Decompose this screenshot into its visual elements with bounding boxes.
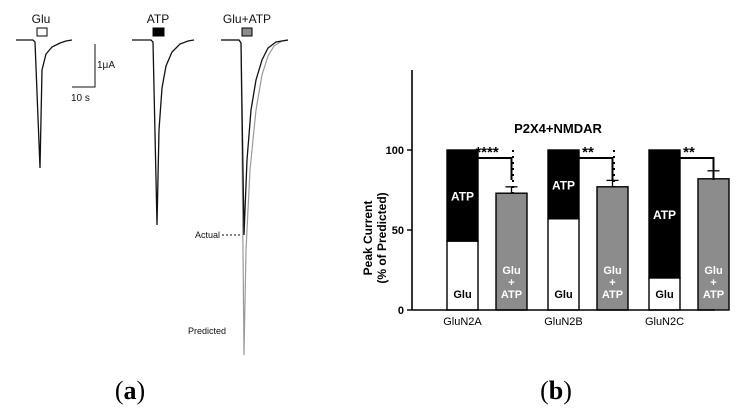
significance-stars: ** [582,144,594,161]
bar-label-atp: ATP [451,190,474,204]
bar-label-combined: Glu [603,265,621,277]
trace-label-glu: Glu [32,12,51,26]
bar-label-atp: ATP [653,208,676,222]
panel-b: P2X4+NMDAR Peak Current (% of Predicted)… [361,70,730,405]
bar-label-combined: ATP [602,289,623,301]
application-bar-atp [152,27,165,37]
bar-label-atp: ATP [552,178,575,192]
bar-label-combined: + [609,277,615,289]
significance-bracket [562,157,614,180]
significance-bracket [461,157,513,180]
current-trace-atp [132,39,195,226]
y-axis-label-line2: (% of Predicted) [375,192,389,283]
significance-brackets: ******** [461,144,715,180]
current-trace-glu [16,39,73,169]
current-trace-actual [221,39,289,236]
y-axis-label-line1: Peak Current [361,201,375,276]
significance-stars: **** [475,144,499,161]
y-tick-label: 0 [398,305,404,317]
bar-glu-segment [648,277,681,311]
trace-label-atp: ATP [147,12,169,26]
chart-title: P2X4+NMDAR [514,121,602,136]
panel-a-label: (a) [115,376,145,405]
application-bar-glu [36,27,48,37]
bar-label-combined: Glu [704,265,722,277]
bar-label-combined: + [508,277,514,289]
y-tick-label: 50 [392,225,404,237]
panel-b-label: (b) [540,376,572,405]
x-category-label: GluN2B [544,316,583,328]
x-category-label: GluN2C [645,316,684,328]
significance-bracket [663,157,715,180]
predicted-label: Predicted [188,326,226,336]
y-tick-label: 100 [386,145,404,157]
actual-label: Actual [195,230,220,240]
bar-label-glu: Glu [655,289,673,301]
bar-glu-segment [446,240,479,311]
bar-label-combined: ATP [501,289,522,301]
x-axis: GluN2A GluN2B GluN2C [412,309,715,328]
significance-stars: ** [683,144,695,161]
scale-bar [72,44,96,88]
x-category-label: GluN2A [443,316,482,328]
trace-label-glu-atp: Glu+ATP [223,12,271,26]
bar-combined [495,192,528,311]
bar-label-glu: Glu [554,289,572,301]
application-bar-glu-atp [241,27,253,37]
scale-current-label: 1μA [97,60,115,71]
scale-time-label: 10 s [71,93,90,104]
y-axis: 0 50 100 [386,70,413,317]
panel-a: Glu 1μA 10 s ATP Glu+ATP Actual Predicte… [16,12,289,405]
bar-label-glu: Glu [453,289,471,301]
bar-label-combined: Glu [502,265,520,277]
bar-label-combined: ATP [703,289,724,301]
bar-label-combined: + [710,277,716,289]
